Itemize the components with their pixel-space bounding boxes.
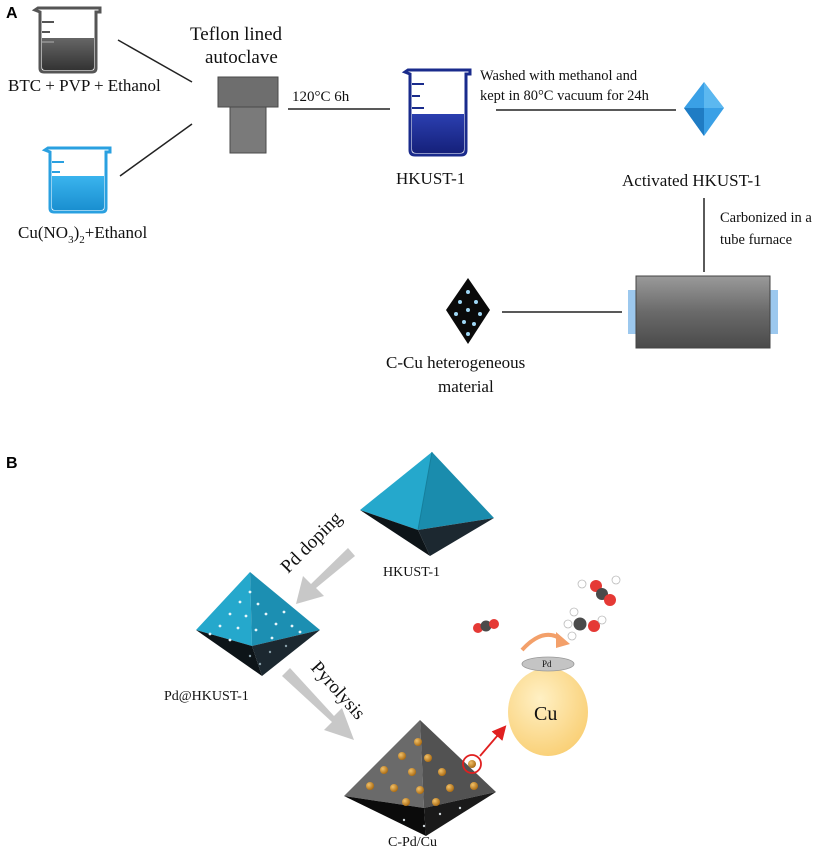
hkust-label: HKUST-1	[383, 565, 440, 580]
zoom-arrow	[479, 725, 507, 757]
autoclave-label-line1: Teflon lined	[190, 24, 283, 45]
product-2-label: Activated HKUST-1	[622, 171, 762, 190]
beaker-dark-icon	[31, 6, 102, 74]
product-3-label-line2: material	[438, 377, 494, 396]
octahedron-doped-icon	[196, 572, 320, 676]
carbon-label-line1: Carbonized in a	[720, 210, 812, 226]
pyrolysis-arrow-icon	[282, 668, 354, 740]
cu-sphere	[508, 668, 588, 756]
connector-line	[117, 39, 193, 83]
octahedron-carbon-icon	[344, 720, 496, 836]
doping-arrow-icon	[296, 548, 355, 604]
wash-label-line1: Washed with methanol and	[480, 68, 638, 84]
autoclave-icon	[217, 76, 279, 154]
autoclave-label-line2: autoclave	[205, 47, 278, 68]
condition-1-label: 120°C 6h	[292, 89, 350, 105]
methanol-molecule-icon	[563, 607, 607, 641]
reagent-2-label: Cu(NO3)2+Ethanol	[18, 223, 147, 246]
pd-particle-highlight	[468, 760, 476, 768]
connector-line	[119, 123, 193, 177]
pd-disk	[521, 656, 575, 672]
reaction-curve-arrow	[520, 632, 570, 652]
carbon-label-line2: tube furnace	[720, 232, 792, 248]
octahedron-large-icon	[360, 451, 494, 556]
diamond-crystal-icon	[684, 82, 724, 136]
carbon-diamond-icon	[446, 278, 490, 344]
panel-b-label: B	[6, 455, 18, 472]
pd-hkust-label: Pd@HKUST-1	[164, 689, 249, 704]
wash-label-line2: kept in 80°C vacuum for 24h	[480, 88, 650, 104]
beaker-navy-icon	[401, 68, 472, 157]
product-1-label: HKUST-1	[396, 169, 465, 188]
co2-molecule-icon	[473, 619, 499, 633]
beaker-blue-icon	[41, 146, 112, 214]
formic-acid-molecule-icon	[577, 575, 621, 606]
highlight-circle	[462, 754, 482, 774]
panel-a-label: A	[6, 5, 18, 22]
cu-label: Cu	[534, 703, 557, 725]
tube-furnace-icon	[628, 275, 778, 349]
pd-particles	[366, 738, 478, 806]
reagent-1-label: BTC + PVP + Ethanol	[8, 76, 161, 95]
pd-label: Pd	[542, 659, 552, 669]
product-3-label-line1: C-Cu heterogeneous	[386, 353, 525, 372]
product-label: C-Pd/Cu	[388, 835, 437, 850]
